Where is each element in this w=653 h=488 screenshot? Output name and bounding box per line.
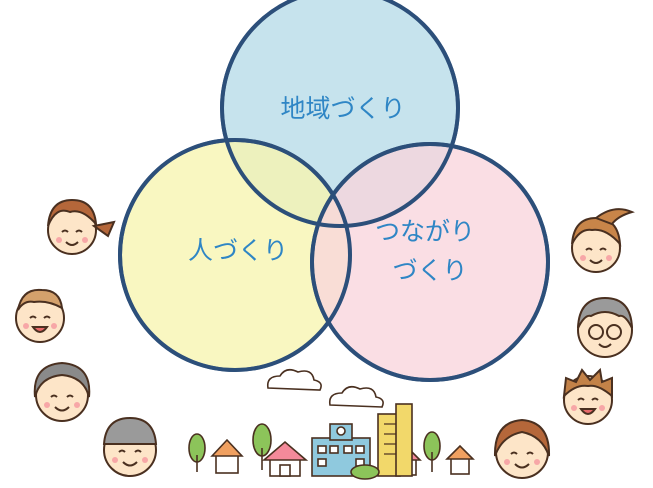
venn-labels: 地域づくり 人づくり つながり づくり — [188, 94, 475, 285]
tree-1 — [188, 433, 206, 472]
boy-spiky-face — [562, 367, 613, 425]
cloud-right — [328, 385, 384, 408]
house-1 — [210, 438, 244, 474]
girl-pigtails-face — [47, 198, 116, 255]
town-illustration — [188, 368, 475, 480]
label-tsunagari-line2: づくり — [392, 256, 467, 285]
girl-ponytail-face — [571, 208, 635, 273]
tree-3 — [423, 431, 441, 472]
man-cap-face — [102, 416, 158, 477]
venn-circles — [118, 0, 550, 382]
bush — [350, 464, 380, 480]
grandmother-face — [33, 361, 91, 422]
grandfather-glasses-face — [577, 296, 633, 358]
label-chiiki-zukuri: 地域づくり — [280, 94, 405, 123]
house-4 — [445, 444, 475, 475]
cloud-left — [266, 368, 322, 391]
school-building — [311, 423, 371, 477]
woman-bottom-right-face — [493, 418, 551, 479]
label-hito-zukuri: 人づくり — [188, 236, 288, 265]
kid-short-hair-face — [15, 288, 65, 343]
label-tsunagari-line1: つながり — [375, 217, 475, 246]
tall-building — [377, 403, 413, 477]
people-faces — [15, 198, 635, 479]
tree-2 — [252, 423, 272, 470]
house-2 — [261, 440, 309, 477]
